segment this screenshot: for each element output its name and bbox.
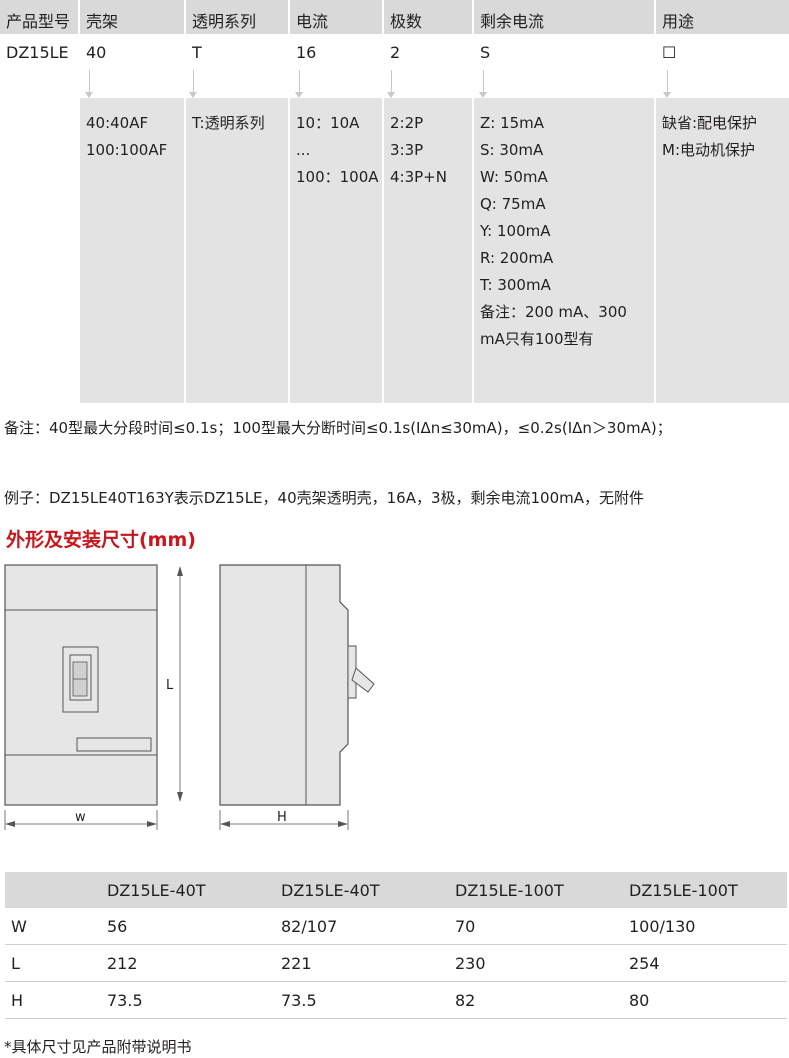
desc-residual: Z: 15mA S: 30mA W: 50mA Q: 75mA Y: 100mA… bbox=[474, 98, 654, 403]
table-row: W 56 82/107 70 100/130 bbox=[5, 908, 787, 945]
footnote: *具体尺寸见产品附带说明书 bbox=[4, 1038, 192, 1056]
arrowhead-series-icon bbox=[189, 92, 197, 98]
header-poles: 极数 bbox=[384, 0, 472, 34]
value-poles: 2 bbox=[384, 34, 472, 70]
table-row: L 212 221 230 254 bbox=[5, 944, 787, 982]
code-table-values: DZ15LE 40 T 16 2 S ☐ bbox=[0, 34, 789, 70]
arrow-frame bbox=[89, 70, 90, 92]
arrow-usage bbox=[667, 70, 668, 92]
arrow-left-icon bbox=[220, 821, 230, 827]
dimension-drawing: L w H bbox=[4, 564, 375, 830]
label-height: H bbox=[277, 810, 287, 825]
arrow-residual bbox=[483, 70, 484, 92]
value-frame: 40 bbox=[80, 34, 184, 70]
dims-header-corner bbox=[5, 872, 101, 908]
value-residual: S bbox=[474, 34, 654, 70]
desc-frame: 40:40AF 100:100AF bbox=[80, 98, 184, 403]
header-current: 电流 bbox=[290, 0, 382, 34]
section-title: 外形及安装尺寸(mm) bbox=[6, 529, 196, 551]
header-usage: 用途 bbox=[656, 0, 789, 34]
dimensions-table: DZ15LE-40T DZ15LE-40T DZ15LE-100T DZ15LE… bbox=[5, 872, 787, 1019]
arrow-up-icon bbox=[177, 566, 183, 576]
front-view: L w bbox=[4, 564, 183, 830]
value-usage: ☐ bbox=[656, 34, 789, 70]
dims-header-model: DZ15LE-40T bbox=[101, 872, 275, 908]
arrow-series bbox=[193, 70, 194, 92]
side-handle-lever bbox=[351, 667, 375, 693]
example-text: 例子：DZ15LE40T163Y表示DZ15LE，40壳架透明壳，16A，3极，… bbox=[4, 489, 645, 507]
side-view: H bbox=[219, 564, 375, 830]
arrowhead-poles-icon bbox=[387, 92, 395, 98]
side-body bbox=[219, 564, 349, 806]
note-text: 备注：40型最大分段时间≤0.1s；100型最大分断时间≤0.1s(IΔn≤30… bbox=[4, 419, 672, 437]
value-model: DZ15LE bbox=[0, 34, 78, 70]
arrowhead-current-icon bbox=[295, 92, 303, 98]
header-model: 产品型号 bbox=[0, 0, 78, 34]
code-table-header: 产品型号 壳架 透明系列 电流 极数 剩余电流 用途 bbox=[0, 0, 789, 34]
header-residual: 剩余电流 bbox=[474, 0, 654, 34]
dims-header-row: DZ15LE-40T DZ15LE-40T DZ15LE-100T DZ15LE… bbox=[5, 872, 787, 908]
table-row: H 73.5 73.5 82 80 bbox=[5, 981, 787, 1019]
arrow-down-icon bbox=[177, 792, 183, 802]
desc-usage: 缺省:配电保护 M:电动机保护 bbox=[656, 98, 789, 403]
dims-header-model: DZ15LE-100T bbox=[623, 872, 787, 908]
arrow-current bbox=[299, 70, 300, 92]
arrowhead-usage-icon bbox=[663, 92, 671, 98]
arrow-right-icon bbox=[147, 821, 157, 827]
arrowhead-frame-icon bbox=[85, 92, 93, 98]
label-length: L bbox=[166, 678, 174, 693]
arrowhead-residual-icon bbox=[479, 92, 487, 98]
value-series: T bbox=[186, 34, 288, 70]
header-frame: 壳架 bbox=[80, 0, 184, 34]
value-current: 16 bbox=[290, 34, 382, 70]
arrow-left-icon bbox=[5, 821, 15, 827]
desc-poles: 2:2P 3:3P 4:3P+N bbox=[384, 98, 472, 403]
desc-series: T:透明系列 bbox=[186, 98, 288, 403]
arrow-right-icon bbox=[338, 821, 348, 827]
desc-current: 10：10A ... 100：100A bbox=[290, 98, 382, 403]
dims-header-model: DZ15LE-100T bbox=[449, 872, 623, 908]
dims-header-model: DZ15LE-40T bbox=[275, 872, 449, 908]
arrow-poles bbox=[391, 70, 392, 92]
header-series: 透明系列 bbox=[186, 0, 288, 34]
test-button bbox=[76, 737, 152, 752]
label-width: w bbox=[75, 810, 86, 825]
